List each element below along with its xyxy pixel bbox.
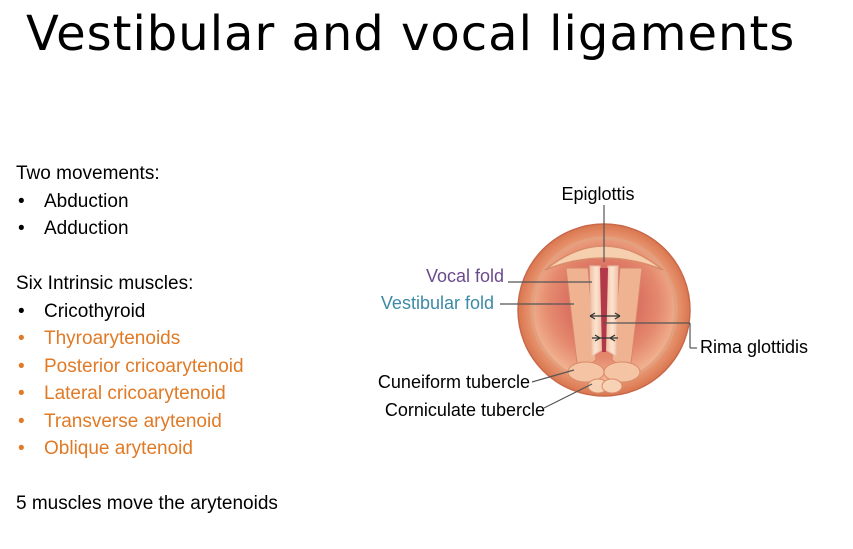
movement-abduction: Abduction: [16, 188, 346, 216]
abduction-arrowheads: [589, 312, 621, 320]
cuneiform-tubercle-right: [603, 361, 641, 383]
page-title: Vestibular and vocal ligaments: [26, 6, 796, 62]
muscles-heading: Six Intrinsic muscles:: [16, 273, 194, 294]
label-epiglottis: Epiglottis: [561, 184, 634, 204]
rima-glottidis-gap: [600, 268, 608, 352]
text-column: Two movements: Abduction Adduction Six I…: [16, 160, 346, 518]
label-rima-glottidis: Rima glottidis: [700, 337, 808, 357]
vocal-fold-right: [605, 265, 619, 357]
muscle-posterior-cricoarytenoid: Posterior cricoarytenoid: [16, 353, 346, 381]
movements-heading: Two movements:: [16, 163, 160, 184]
muscle-lateral-cricoarytenoid: Lateral cricoarytenoid: [16, 380, 346, 408]
label-cuneiform-tubercle: Cuneiform tubercle: [378, 372, 530, 392]
muscle-oblique-arytenoid: Oblique arytenoid: [16, 435, 346, 463]
muscle-thyroarytenoids: Thyroarytenoids: [16, 325, 346, 353]
label-vocal-fold: Vocal fold: [426, 266, 504, 286]
muscle-transverse-arytenoid: Transverse arytenoid: [16, 408, 346, 436]
vocal-fold-left: [589, 265, 603, 357]
label-vestibular-fold: Vestibular fold: [381, 293, 494, 313]
vestibular-fold-left: [565, 267, 597, 373]
muscles-list: Cricothyroid Thyroarytenoids Posterior c…: [16, 298, 346, 463]
label-corniculate-tubercle: Corniculate tubercle: [385, 400, 545, 420]
vestibular-fold-right: [611, 267, 643, 373]
cuneiform-leader: [531, 369, 575, 383]
movements-list: Abduction Adduction: [16, 188, 346, 243]
corniculate-leader: [543, 383, 593, 409]
adduction-arrowheads: [594, 334, 616, 342]
muscle-cricothyroid: Cricothyroid: [16, 298, 346, 326]
footer-note: 5 muscles move the arytenoids: [16, 493, 278, 514]
corniculate-tubercle-right: [601, 378, 623, 394]
movement-adduction: Adduction: [16, 215, 346, 243]
